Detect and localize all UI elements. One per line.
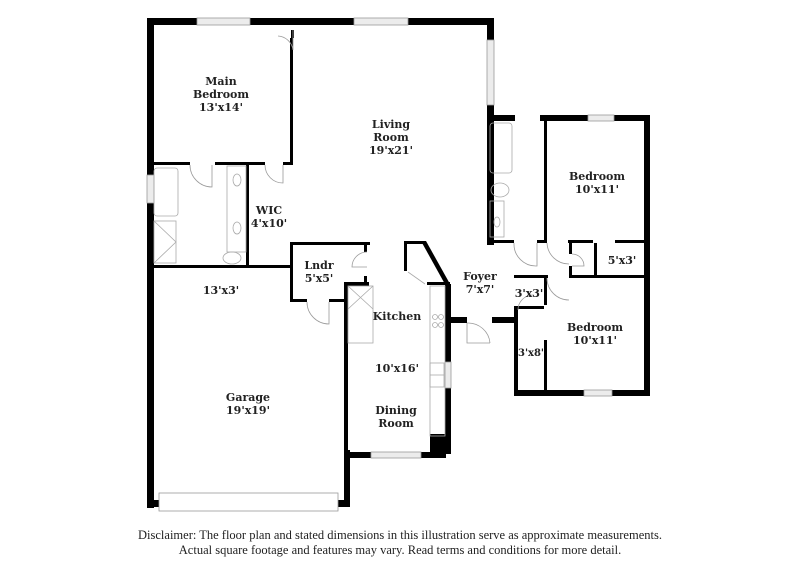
room-wic-dims: 4'x10' [251, 217, 287, 230]
windows [146, 17, 615, 459]
room-wic-name: WIC [255, 204, 282, 217]
room-kitchen-dims: 10'x16' [375, 362, 419, 375]
room-foyer-dims: 7'x7' [466, 283, 495, 296]
disclaimer-line-2: Actual square footage and features may v… [178, 543, 622, 557]
room-living-name: Living [372, 118, 410, 131]
room-hall-storage-dims: 13'x3' [203, 284, 239, 297]
room-living-name2: Room [373, 131, 409, 144]
room-bedroom1-dims: 10'x11' [575, 183, 619, 196]
room-foyer-name: Foyer [463, 270, 497, 283]
room-closet-3x8-dims: 3'x8' [518, 348, 544, 359]
room-closet-3x3-dims: 3'x3' [515, 287, 544, 300]
fixtures [153, 122, 513, 437]
doors [189, 30, 585, 344]
disclaimer-line-1: Disclaimer: The floor plan and stated di… [138, 528, 662, 542]
room-dining-name2: Room [378, 417, 414, 430]
room-bedroom2-dims: 10'x11' [573, 334, 617, 347]
room-dining-name: Dining [375, 404, 417, 417]
room-closet-5x3-dims: 5'x3' [608, 254, 637, 267]
room-main-bedroom-name: Main [205, 75, 236, 88]
room-living-dims: 19'x21' [369, 144, 413, 157]
room-garage-dims: 19'x19' [226, 404, 270, 417]
room-labels: Main Bedroom 13'x14' Living Room 19'x21'… [193, 75, 636, 430]
room-main-bedroom-dims: 13'x14' [199, 101, 243, 114]
room-main-bedroom-name2: Bedroom [193, 88, 249, 101]
room-laundry-dims: 5'x5' [305, 272, 334, 285]
room-kitchen-name: Kitchen [373, 310, 422, 323]
room-garage-name: Garage [226, 391, 270, 404]
room-bedroom2-name: Bedroom [567, 321, 623, 334]
garage-door [158, 492, 339, 512]
room-laundry-name: Lndr [304, 259, 333, 272]
room-bedroom1-name: Bedroom [569, 170, 625, 183]
